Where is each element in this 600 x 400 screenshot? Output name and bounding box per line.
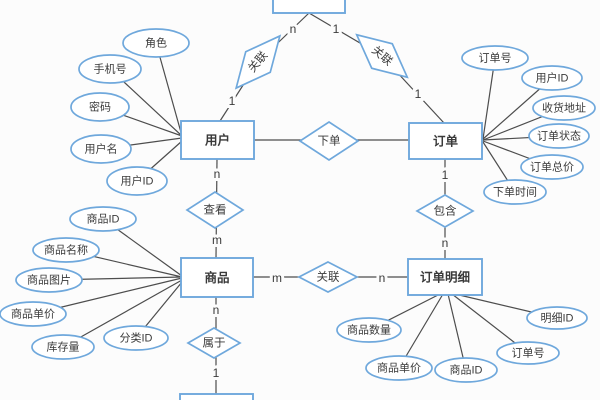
label: 商品数量: [347, 323, 391, 337]
label: 角色: [145, 36, 167, 50]
rel-view: 查看: [185, 190, 245, 230]
label: 订单状态: [537, 129, 581, 143]
attr-product-stock-connector: [62, 279, 183, 348]
entity-order: 订单: [408, 122, 483, 160]
attr-user-password: 密码: [70, 92, 130, 122]
cardinality-1-1: 1: [333, 22, 340, 36]
label: 密码: [89, 100, 111, 114]
cardinality-n-7: n: [442, 236, 449, 250]
label: 商品: [204, 270, 229, 285]
cardinality-n-10: n: [213, 303, 220, 317]
label: 包含: [434, 204, 457, 218]
label: 收货地址: [542, 101, 586, 115]
attr-detail-price: 商品单价: [365, 355, 433, 381]
entity-bottom-partial: [179, 393, 254, 400]
cardinality-1-3: 1: [415, 87, 422, 101]
cardinality-n-4: n: [214, 167, 221, 181]
rel-belong: 属于: [186, 327, 242, 359]
attr-order-status: 订单状态: [528, 123, 590, 149]
entity-product: 商品: [180, 257, 254, 298]
attr-order-no-connector: [482, 57, 496, 140]
attr-detail-qty: 商品数量: [336, 317, 402, 343]
entity-top-partial: [272, 0, 346, 14]
attr-order-user-id: 用户ID: [521, 65, 583, 91]
attr-product-stock: 库存量: [31, 334, 95, 360]
label: 订单号: [479, 52, 512, 65]
rel-contain: 包含: [415, 194, 475, 228]
cardinality-1-6: 1: [442, 168, 449, 182]
rel-place-order: 下单: [298, 120, 360, 162]
label: 商品单价: [11, 307, 55, 321]
label: 手机号: [94, 62, 127, 76]
attr-user-id: 用户ID: [106, 166, 168, 196]
rel-associate-user: 关联: [234, 34, 282, 90]
cardinality-m-5: m: [212, 233, 222, 247]
entity-user: 用户: [180, 120, 255, 160]
label: 订单: [433, 134, 459, 149]
attr-product-category-id: 分类ID: [103, 325, 169, 351]
attr-order-address: 收货地址: [532, 95, 596, 121]
label: 查看: [204, 203, 227, 217]
attr-detail-order-no: 订单号: [496, 341, 560, 365]
label: 订单总价: [530, 160, 574, 174]
label: 用户ID: [536, 71, 569, 85]
attr-order-time: 下单时间: [483, 179, 547, 205]
attr-detail-product-id: 商品ID: [434, 357, 498, 383]
attr-order-no: 订单号: [461, 45, 529, 71]
cardinality-n-9: n: [379, 271, 386, 285]
attr-order-total: 订单总价: [520, 154, 584, 180]
attr-product-price: 商品单价: [0, 301, 67, 327]
entity-order-detail: 订单明细: [407, 258, 483, 296]
label: 库存量: [47, 340, 80, 354]
label: 用户ID: [121, 174, 154, 188]
label: 明细ID: [541, 312, 574, 325]
label: 商品图片: [27, 273, 71, 287]
attr-product-name: 商品名称: [32, 237, 100, 263]
attr-user-role-connector: [155, 42, 183, 137]
label: 订单明细: [420, 270, 470, 285]
attr-user-name: 用户名: [70, 134, 132, 164]
attr-user-role: 角色: [122, 28, 190, 58]
label: 用户名: [85, 142, 118, 156]
attr-product-id: 商品ID: [69, 206, 137, 232]
label: 下单: [318, 135, 341, 148]
attr-detail-id: 明细ID: [526, 306, 588, 330]
label: 属于: [203, 337, 226, 350]
rel-associate-order: 关联: [355, 33, 409, 79]
label: 关联: [317, 270, 340, 284]
label: 商品单价: [377, 361, 421, 375]
label: 用户: [204, 133, 230, 148]
cardinality-1-11: 1: [213, 366, 220, 380]
rel-associate-product: 关联: [297, 261, 359, 293]
label: 分类ID: [120, 331, 153, 345]
cardinality-1-2: 1: [229, 94, 236, 108]
attr-user-phone: 手机号: [78, 54, 142, 84]
label: 商品名称: [44, 243, 88, 257]
label: 下单时间: [493, 186, 537, 199]
cardinality-n-0: n: [290, 22, 297, 36]
label: 商品ID: [450, 363, 483, 377]
attr-product-image: 商品图片: [15, 267, 83, 293]
cardinality-m-8: m: [272, 271, 282, 285]
label: 订单号: [512, 347, 545, 360]
label: 商品ID: [87, 212, 120, 226]
